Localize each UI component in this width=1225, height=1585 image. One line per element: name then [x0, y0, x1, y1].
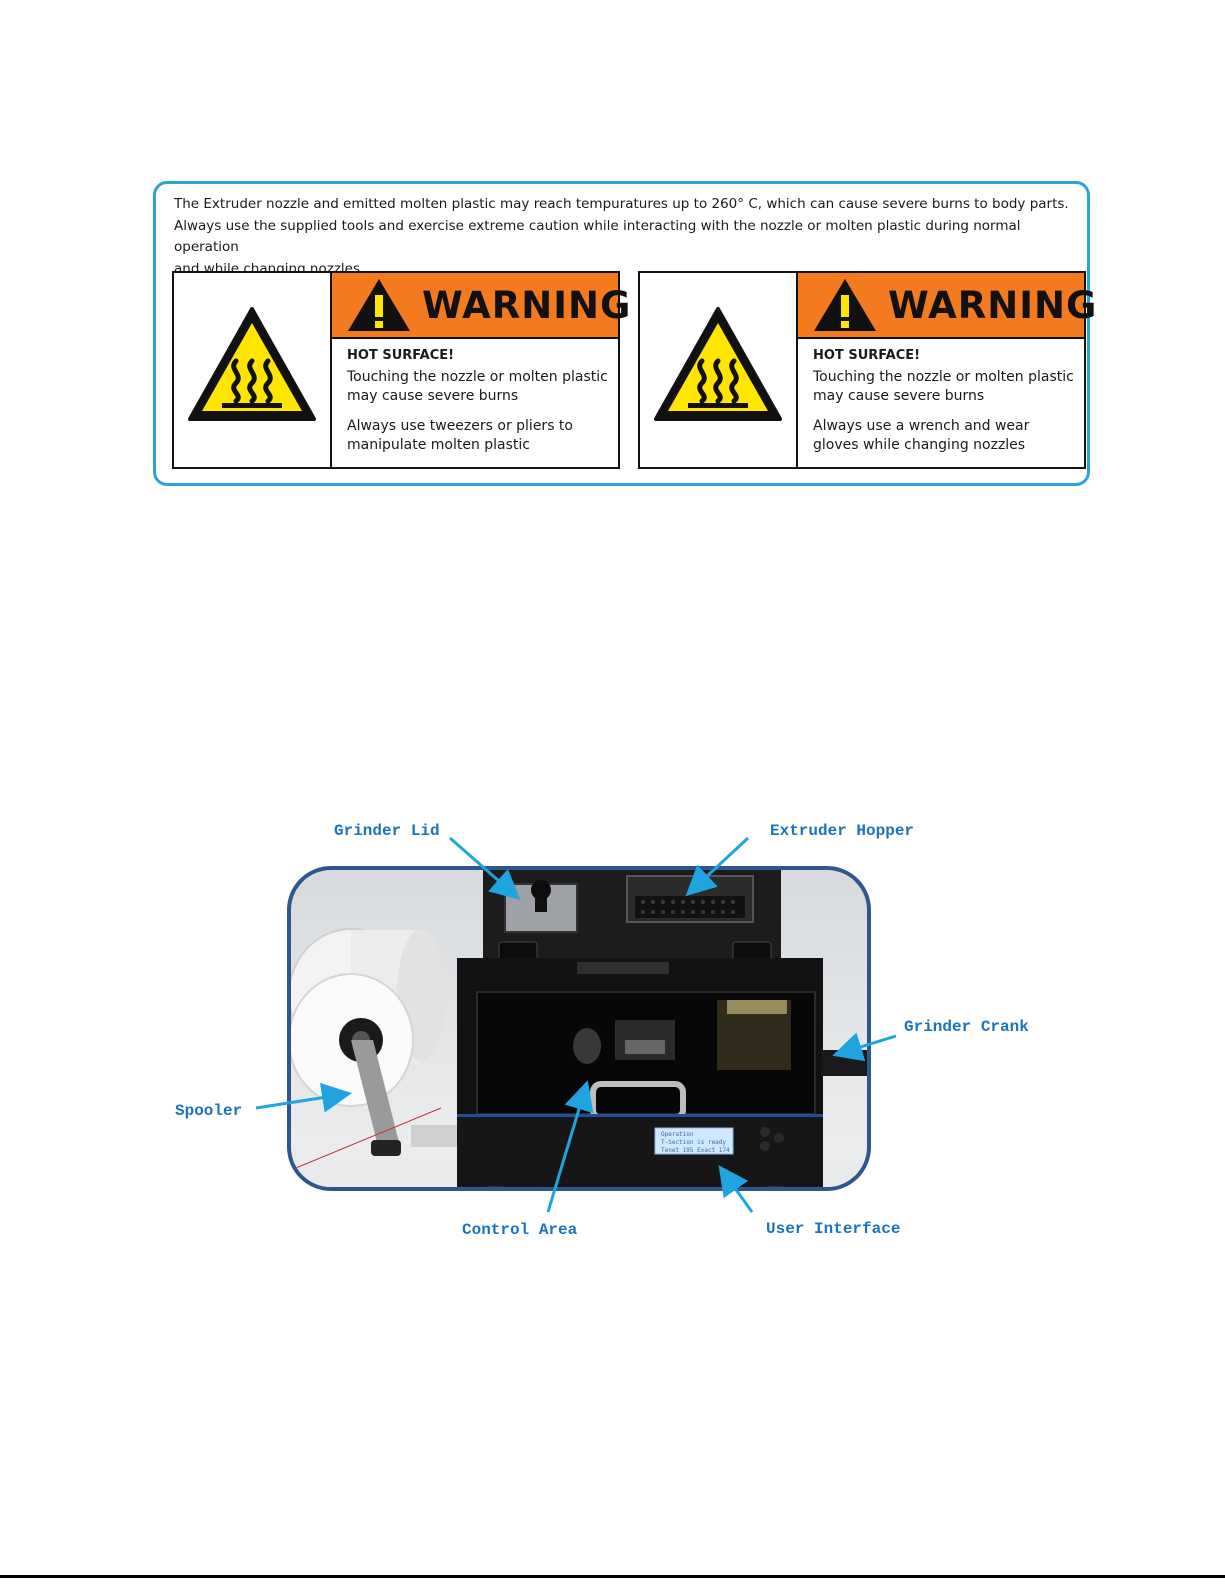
hot-surface-icon [654, 307, 782, 421]
warning-body: HOT SURFACE! Touching the nozzle or molt… [347, 347, 608, 455]
callout-control-area: Control Area [462, 1221, 578, 1239]
callout-grinder-crank: Grinder Crank [904, 1018, 1029, 1036]
warning-body: HOT SURFACE! Touching the nozzle or molt… [813, 347, 1074, 455]
hazard-line-1: Touching the nozzle or molten plastic ma… [813, 369, 1074, 404]
callout-grinder-lid: Grinder Lid [334, 822, 440, 840]
warning-label-wrench: WARNING HOT SURFACE! Touching the nozzle… [638, 271, 1096, 469]
hazard-line-2: Always use tweezers or pliers to manipul… [347, 418, 573, 453]
warning-banner-text: WARNING [422, 284, 632, 327]
intro-line-2: Always use the supplied tools and exerci… [174, 217, 1021, 256]
hot-surface-symbol [174, 273, 332, 467]
machine-photo: Operation T-Section is ready Tenet 195 E… [287, 866, 871, 1191]
warning-banner: WARNING [332, 273, 630, 339]
warning-intro-text: The Extruder nozzle and emitted molten p… [174, 194, 1084, 280]
page-bottom-rule [0, 1575, 1225, 1578]
hot-surface-symbol [640, 273, 798, 467]
machine-illustration: Operation T-Section is ready Tenet 195 E… [291, 870, 867, 1187]
exclamation-icon [348, 279, 410, 331]
intro-line-1: The Extruder nozzle and emitted molten p… [174, 196, 1069, 212]
warning-banner: WARNING [798, 273, 1096, 339]
hazard-heading: HOT SURFACE! [813, 348, 921, 363]
hazard-line-1: Touching the nozzle or molten plastic ma… [347, 369, 608, 404]
lcd-line-3: Tenet 195 Exact 174 [661, 1147, 730, 1154]
warning-panel: The Extruder nozzle and emitted molten p… [153, 181, 1096, 486]
warning-label-tweezers: WARNING HOT SURFACE! Touching the nozzle… [172, 271, 630, 469]
callout-spooler: Spooler [175, 1102, 243, 1120]
lcd-line-2: T-Section is ready [661, 1139, 726, 1146]
hot-surface-icon [188, 307, 316, 421]
exclamation-icon [814, 279, 876, 331]
hazard-line-2: Always use a wrench and wear gloves whil… [813, 418, 1030, 453]
callout-extruder-hopper: Extruder Hopper [770, 822, 915, 840]
hazard-heading: HOT SURFACE! [347, 348, 455, 363]
callout-user-interface: User Interface [766, 1220, 901, 1238]
warning-banner-text: WARNING [888, 284, 1098, 327]
lcd-line-1: Operation [661, 1131, 694, 1138]
